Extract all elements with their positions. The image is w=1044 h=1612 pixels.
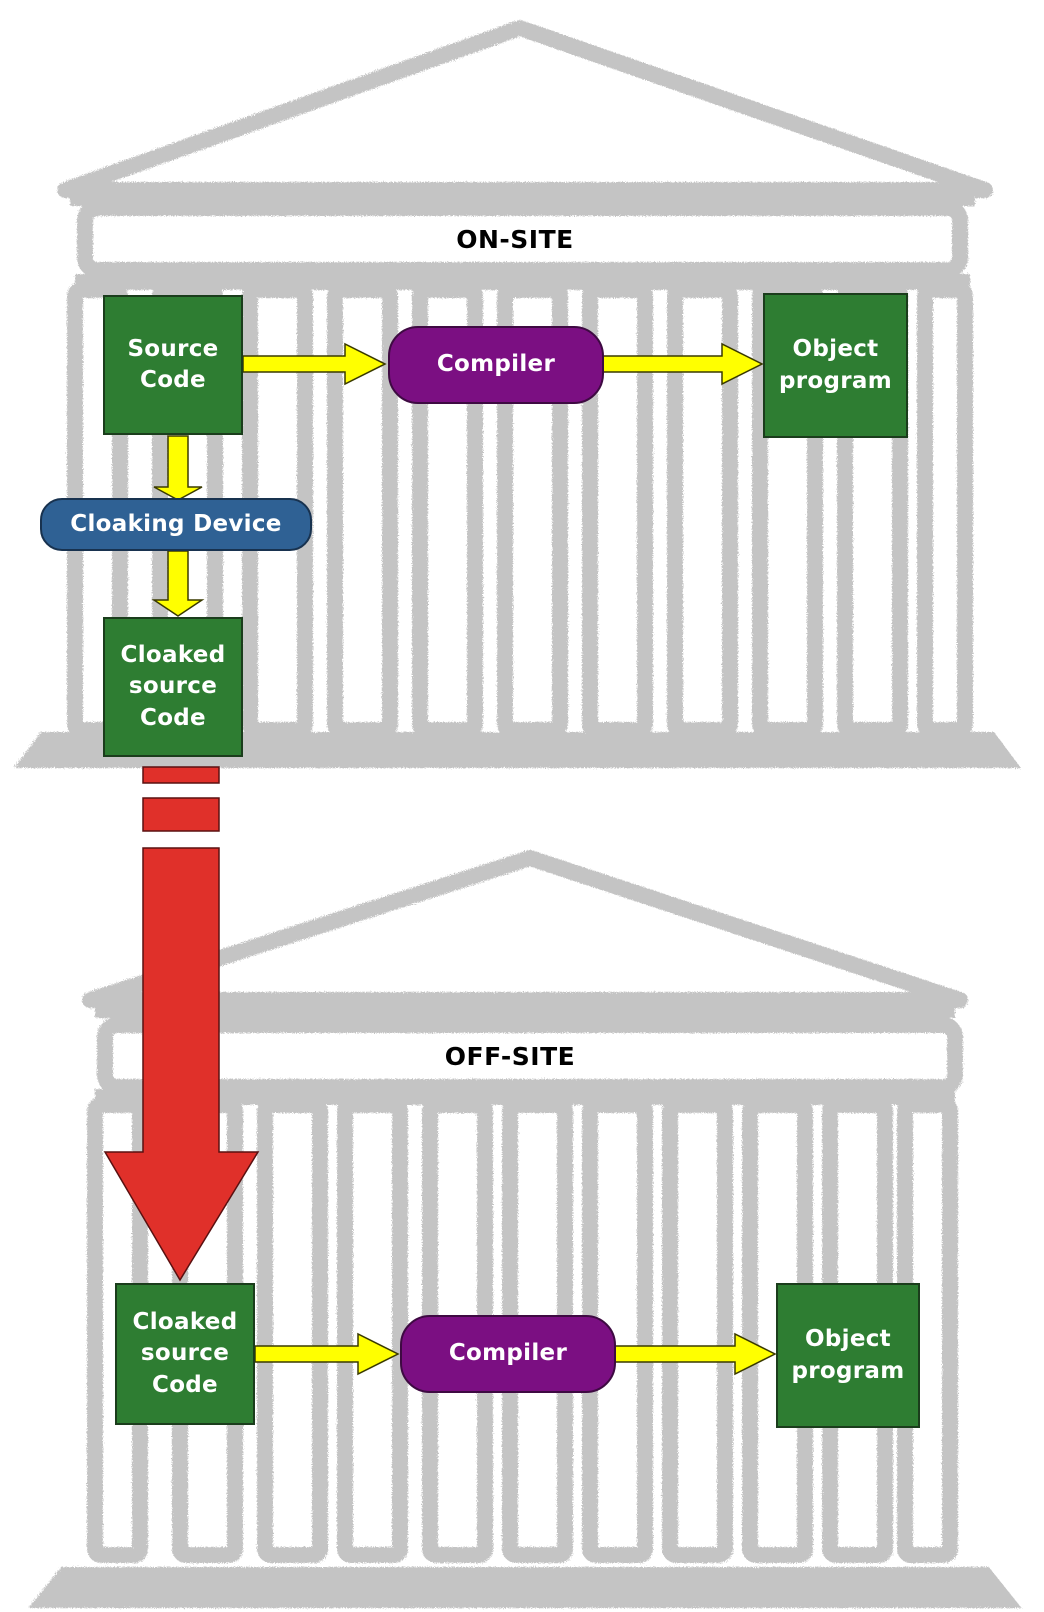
- arrow-offsite-cloaked-to-compiler: [254, 1332, 400, 1376]
- offsite-cloaked-source-box: Cloaked source Code: [115, 1283, 255, 1425]
- onsite-cloaked-source-box: Cloaked source Code: [103, 617, 243, 757]
- onsite-temple-illustration: [14, 20, 1021, 768]
- arrow-compiler-to-object: [601, 342, 764, 386]
- transfer-arrow-dash-1: [142, 766, 220, 784]
- offsite-object-program-box: Object program: [776, 1283, 920, 1428]
- cloaking-device-node: Cloaking Device: [40, 498, 312, 551]
- transfer-arrow-dash-2: [142, 797, 220, 832]
- offsite-label: OFF-SITE: [444, 1042, 576, 1071]
- arrow-cloaking-to-cloaked: [151, 550, 205, 617]
- onsite-compiler-node: Compiler: [388, 326, 604, 404]
- onsite-source-code-box: Source Code: [103, 295, 243, 435]
- offsite-temple-illustration: [28, 850, 1022, 1608]
- onsite-object-program-box: Object program: [763, 293, 908, 438]
- arrow-source-to-cloaking: [153, 435, 203, 501]
- transfer-arrow-body: [103, 847, 260, 1282]
- arrow-offsite-compiler-to-object: [613, 1332, 777, 1376]
- offsite-compiler-node: Compiler: [400, 1315, 616, 1393]
- onsite-label: ON-SITE: [456, 225, 574, 254]
- arrow-source-to-compiler: [242, 342, 387, 386]
